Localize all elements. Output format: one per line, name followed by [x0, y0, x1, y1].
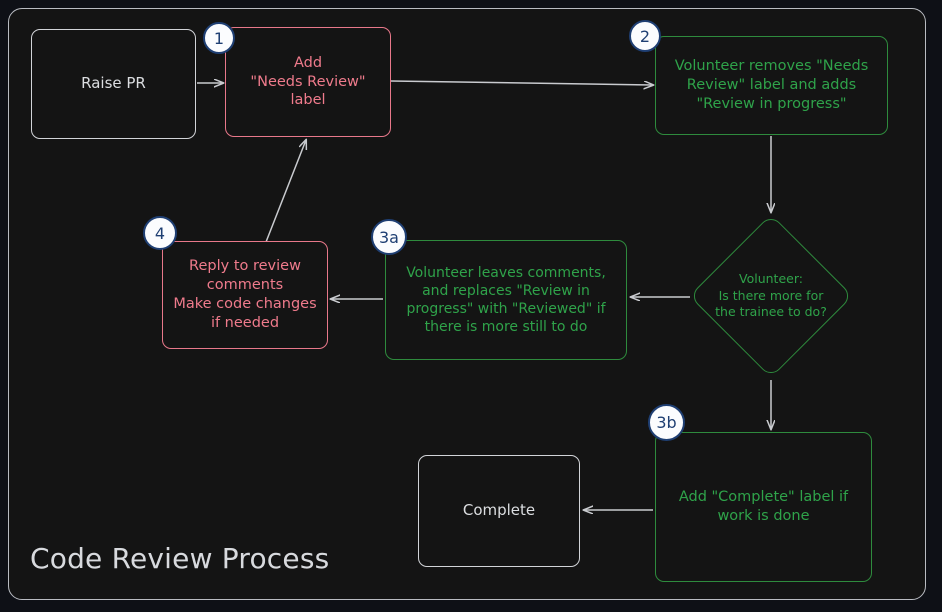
badge-step-3a: 3a: [371, 219, 407, 255]
node-step-1-line1: Add: [293, 54, 323, 71]
node-decision: Volunteer: Is there more for the trainee…: [691, 255, 851, 337]
node-step-4-line4: if needed: [210, 314, 280, 331]
badge-step-3b: 3b: [648, 404, 685, 441]
badge-step-1: 1: [203, 22, 235, 54]
node-step-3b-line2: work is done: [717, 508, 810, 524]
node-step-4-line2: comments: [206, 277, 284, 294]
node-step-3b[interactable]: Add "Complete" label if work is done: [655, 432, 872, 582]
diagram-title: Code Review Process: [30, 542, 330, 575]
badge-step-4: 4: [143, 216, 177, 250]
badge-step-2: 2: [629, 20, 661, 52]
node-step-1-line2: "Needs Review": [250, 73, 366, 90]
node-step-3a-line1: Volunteer leaves comments,: [406, 264, 606, 281]
node-step-2-line2: Review" label and adds: [686, 77, 857, 94]
node-raise-pr[interactable]: Raise PR: [31, 29, 196, 139]
node-step-2-line3: "Review in progress": [696, 95, 847, 112]
node-step-4-line1: Reply to review: [189, 258, 301, 275]
node-complete[interactable]: Complete: [418, 455, 580, 567]
node-step-4[interactable]: Reply to review comments Make code chang…: [162, 241, 328, 349]
node-step-4-label: Reply to review comments Make code chang…: [173, 257, 317, 332]
node-step-3a-line4: there is more still to do: [424, 319, 588, 336]
node-step-3b-line1: Add "Complete" label if: [678, 489, 849, 506]
node-step-3a-label: Volunteer leaves comments, and replaces …: [396, 264, 616, 337]
node-step-3a-line2: and replaces "Review in: [422, 282, 590, 299]
node-step-1-label: Add "Needs Review" label: [236, 54, 380, 111]
badge-step-3b-label: 3b: [656, 413, 677, 432]
node-step-3a[interactable]: Volunteer leaves comments, and replaces …: [385, 240, 627, 360]
node-step-2-line1: Volunteer removes "Needs: [674, 58, 869, 75]
node-step-4-line3: Make code changes: [173, 296, 317, 312]
node-raise-pr-label: Raise PR: [81, 74, 146, 93]
node-step-1[interactable]: Add "Needs Review" label: [225, 27, 391, 137]
badge-step-1-label: 1: [213, 28, 225, 48]
node-decision-line2: Is there more for: [718, 287, 824, 303]
node-step-3a-line3: progress" with "Reviewed" if: [406, 301, 606, 317]
badge-step-3a-label: 3a: [379, 227, 399, 247]
node-step-2[interactable]: Volunteer removes "Needs Review" label a…: [655, 36, 888, 135]
node-decision-label: Volunteer: Is there more for the trainee…: [715, 271, 827, 321]
node-complete-label: Complete: [462, 501, 536, 520]
node-step-3b-label: Add "Complete" label if work is done: [666, 488, 861, 526]
node-decision-line3: the trainee to do?: [715, 304, 827, 320]
node-step-2-label: Volunteer removes "Needs Review" label a…: [666, 57, 877, 114]
badge-step-4-label: 4: [154, 223, 166, 243]
badge-step-2-label: 2: [639, 26, 651, 46]
node-decision-line1: Volunteer:: [739, 270, 803, 286]
node-step-1-line3: label: [290, 92, 326, 109]
